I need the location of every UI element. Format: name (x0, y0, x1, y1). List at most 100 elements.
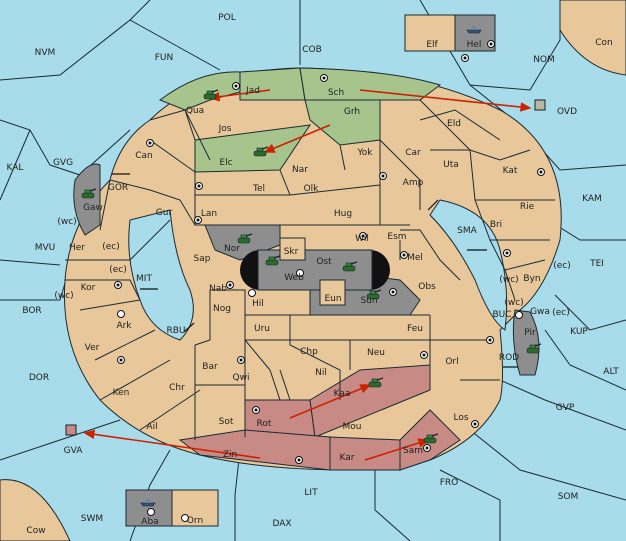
label-gva: GVA (64, 446, 84, 456)
label-rod: ROD (499, 353, 519, 363)
label-car: Car (405, 148, 421, 158)
label-skr: Skr (284, 247, 299, 257)
label-rbu: RBU (166, 326, 185, 336)
province-borders (65, 99, 555, 440)
label-olk: Olk (304, 184, 320, 194)
label-kar: Kar (340, 453, 355, 463)
label-rot: Rot (257, 419, 272, 429)
label-lit: LIT (304, 488, 318, 498)
label-bar: Bar (202, 362, 218, 372)
label-kor: Kor (81, 283, 96, 293)
land-labels: Con Cow Elf Hel Aba Orn Jad Sch Qua Jos … (26, 38, 612, 536)
label-pol: POL (218, 13, 236, 23)
label-fro: FRO (440, 478, 459, 488)
label-zin: Zin (223, 450, 237, 460)
label-amp: Amp (403, 178, 424, 188)
label-kup: KUP (570, 327, 588, 337)
label-coast-ec4: (ec) (552, 308, 570, 318)
label-hel: Hel (467, 40, 482, 50)
land-sch[interactable] (299, 67, 442, 101)
label-cob: COB (302, 45, 322, 55)
label-esm: Esm (387, 232, 406, 242)
label-lan: Lan (201, 209, 217, 219)
coast-labels: (wc) (ec) (ec) (wc) (wc) (ec) (wc) (ec) (54, 217, 570, 318)
label-bri: Bri (490, 220, 502, 230)
label-coast-wc2: (wc) (54, 291, 73, 301)
label-ark: Ark (116, 321, 132, 331)
label-eld: Eld (447, 119, 461, 129)
label-coast-wc1: (wc) (57, 217, 76, 227)
label-sam: Sam (403, 446, 423, 456)
label-kam: KAM (582, 194, 602, 204)
label-gur: Gur (156, 208, 173, 218)
sea-rbu[interactable] (128, 209, 194, 341)
label-hil: Hil (252, 299, 264, 309)
label-mvu: MVU (35, 243, 56, 253)
label-rie: Rie (520, 202, 535, 212)
unit-gva[interactable] (65, 424, 77, 436)
label-aba: Aba (141, 517, 158, 527)
label-som: SOM (558, 492, 579, 502)
label-tel: Tel (252, 184, 265, 194)
label-mel: Mel (407, 253, 423, 263)
land-skr[interactable] (279, 237, 306, 261)
label-orn: Orn (187, 516, 203, 526)
label-nor: Nor (224, 244, 240, 254)
label-hug: Hug (334, 209, 352, 219)
label-jos: Jos (218, 124, 232, 134)
label-swm: SWM (81, 514, 103, 524)
label-coast-ec3: (ec) (553, 261, 571, 271)
label-nog: Nog (213, 304, 231, 314)
label-gwa: Gwa (530, 307, 550, 317)
label-mit: MIT (136, 274, 152, 284)
order-arrows (83, 89, 532, 461)
label-her: Her (69, 243, 85, 253)
label-gor: GOR (108, 183, 128, 193)
label-chr: Chr (169, 383, 185, 393)
label-ovd: OVD (557, 107, 577, 117)
label-bor: BOR (22, 306, 41, 316)
label-ail: Ail (146, 422, 157, 432)
supply-center-dots (116, 42, 543, 462)
label-grh: Grh (344, 107, 360, 117)
label-byn: Byn (523, 274, 540, 284)
label-orl: Orl (445, 357, 458, 367)
label-yok: Yok (356, 148, 373, 158)
label-fun: FUN (155, 53, 174, 63)
label-cow: Cow (26, 526, 45, 536)
label-kaa: Kaa (334, 389, 351, 399)
label-ken: Ken (113, 388, 130, 398)
label-kal: KAL (7, 163, 24, 173)
label-nar: Nar (292, 165, 308, 175)
label-sot: Sot (219, 417, 234, 427)
land-pir[interactable] (512, 309, 540, 376)
label-coast-wc3: (wc) (499, 275, 518, 285)
label-neu: Neu (367, 348, 385, 358)
label-obs: Obs (418, 282, 436, 292)
land-grh[interactable] (304, 99, 381, 146)
label-ost: Ost (316, 257, 332, 267)
land-gaw[interactable] (73, 163, 101, 236)
label-nil: Nil (315, 368, 327, 378)
label-sap: Sap (194, 254, 211, 264)
land-eun[interactable] (319, 279, 346, 306)
land-elf[interactable] (404, 14, 456, 52)
label-dax: DAX (272, 519, 291, 529)
label-alt: ALT (603, 367, 619, 377)
label-con: Con (595, 38, 613, 48)
unit-ovd[interactable] (534, 99, 546, 111)
label-qwi: Qwi (233, 373, 250, 383)
label-sma: SMA (457, 226, 477, 236)
label-web: Web (284, 273, 304, 283)
label-sun: Sun (360, 296, 377, 306)
label-nvm: NVM (35, 48, 56, 58)
label-elc: Elc (219, 158, 232, 168)
land-orn[interactable] (171, 489, 219, 527)
label-mou: Mou (343, 422, 362, 432)
label-qua: Qua (186, 106, 204, 116)
label-uta: Uta (443, 160, 459, 170)
label-buc: BUC (492, 310, 511, 320)
label-uru: Uru (254, 324, 270, 334)
label-nab: Nab (209, 284, 227, 294)
